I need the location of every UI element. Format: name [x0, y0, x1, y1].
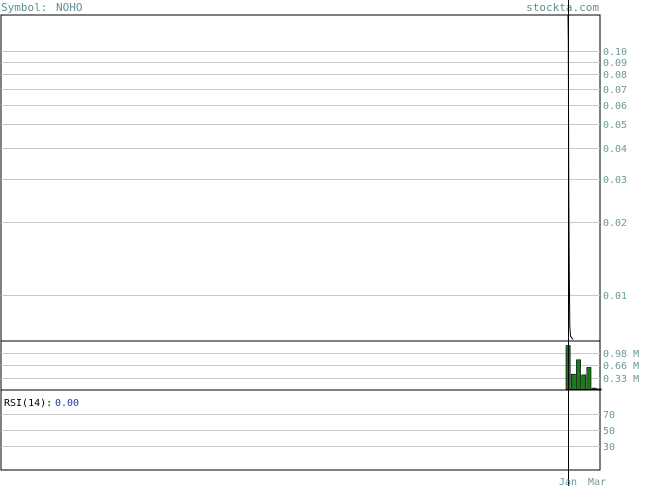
- rsi-tick-label: 70: [603, 410, 615, 421]
- price-tick-label: 0.09: [603, 58, 627, 69]
- price-tick-label: 0.01: [603, 291, 627, 302]
- price-tick-label: 0.02: [603, 218, 627, 229]
- price-gridlines: [1, 51, 600, 296]
- x-tick-label: Mar: [588, 477, 606, 486]
- rsi-tick-label: 50: [603, 426, 615, 437]
- price-axis-ticks: 0.100.090.08 0.07 0.06 0.05 0.04 0.03 0.02 0.01: [603, 47, 627, 302]
- site-brand[interactable]: stockta.com: [526, 1, 599, 14]
- symbol-label: Symbol:: [1, 1, 47, 14]
- price-tick-label: 0.07: [603, 85, 627, 96]
- volume-tick-label: 0.98 M: [603, 349, 639, 360]
- price-tick-label: 0.03: [603, 175, 627, 186]
- volume-bar: [576, 359, 581, 391]
- volume-axis-ticks: 0.98 M0.66 M 0.33 M: [603, 349, 639, 385]
- rsi-value: 0.00: [55, 398, 79, 409]
- rsi-gridlines: [1, 414, 600, 447]
- price-tick-label: 0.06: [603, 101, 627, 112]
- volume-tick-label: 0.33 M: [603, 374, 639, 385]
- price-tick-label: 0.05: [603, 120, 627, 131]
- rsi-tick-label: 30: [603, 442, 615, 453]
- volume-bar: [586, 367, 592, 391]
- volume-bar: [570, 373, 576, 391]
- header: Symbol: NOHO stockta.com: [1, 1, 599, 14]
- symbol-value: NOHO: [56, 1, 83, 14]
- volume-bar: [581, 374, 587, 391]
- volume-panel: 0.98 M0.66 M 0.33 M: [0, 340, 639, 391]
- rsi-axis-ticks: 70 50 30: [603, 410, 615, 453]
- price-tick-label: 0.04: [603, 144, 627, 155]
- price-panel-frame: [0, 14, 601, 342]
- x-tick-label: Jan: [559, 477, 577, 486]
- rsi-panel: 70 50 30 RSI(14): 0.00: [0, 389, 615, 471]
- rsi-label: RSI(14):: [4, 398, 52, 409]
- price-tick-label: 0.08: [603, 70, 627, 81]
- volume-gridlines: [1, 353, 600, 379]
- price-tick-label: 0.10: [603, 47, 627, 58]
- x-axis-ticks: Jan Mar: [559, 0, 606, 486]
- volume-tick-label: 0.66 M: [603, 361, 639, 372]
- price-panel: 0.100.090.08 0.07 0.06 0.05 0.04 0.03 0.02 0.01: [0, 14, 627, 342]
